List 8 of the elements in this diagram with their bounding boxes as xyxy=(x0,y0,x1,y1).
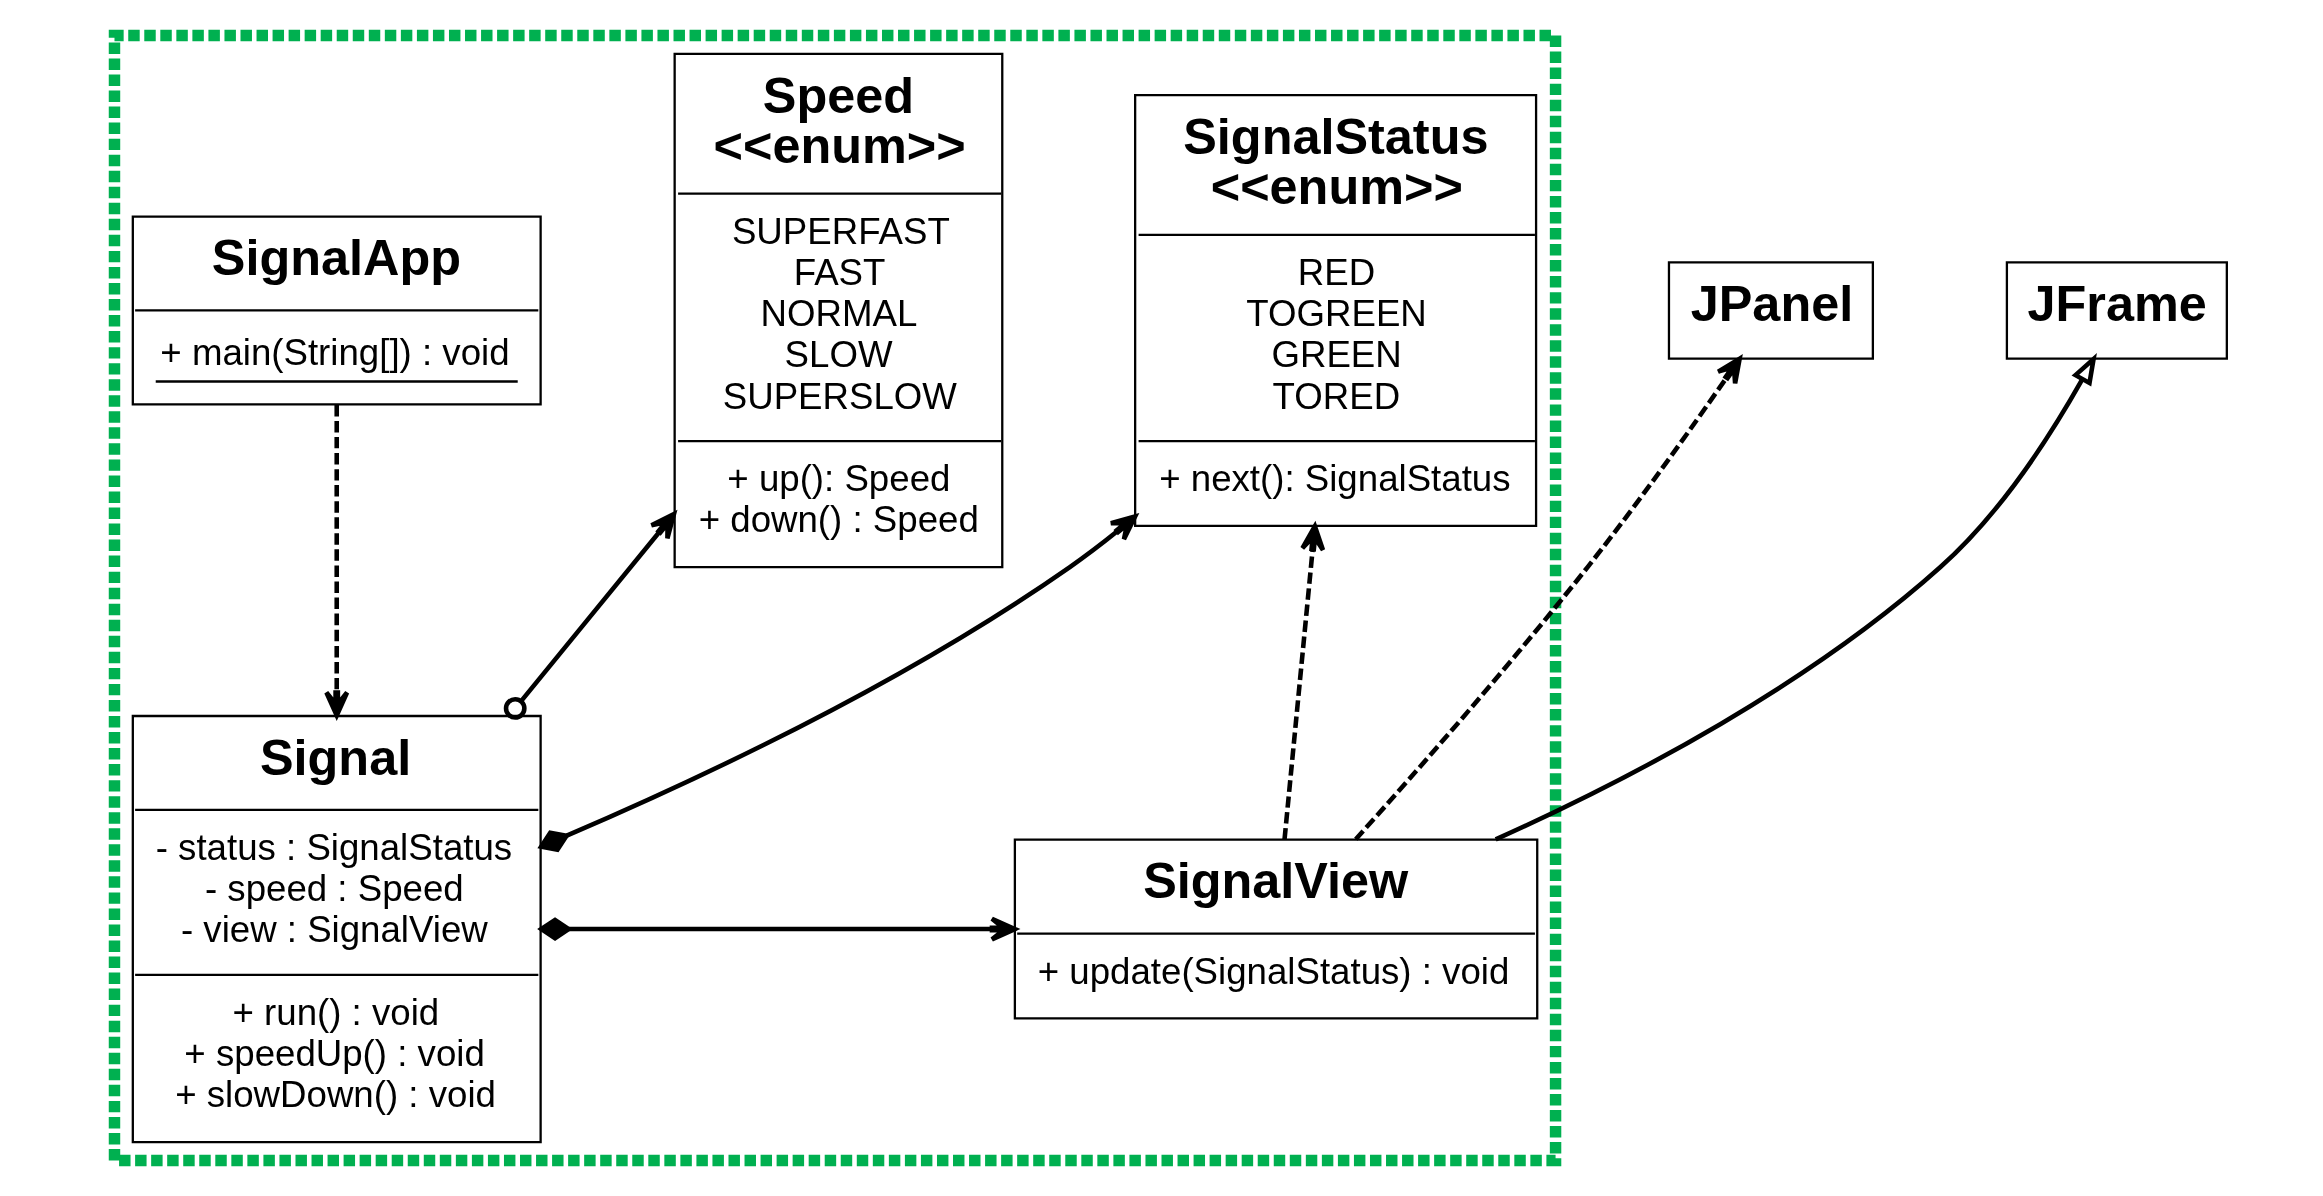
cluster xyxy=(108,29,1562,1167)
arrow xyxy=(324,405,350,718)
arrow xyxy=(503,511,677,720)
arrow xyxy=(1354,356,1742,841)
arrow xyxy=(1494,352,2097,842)
arrow xyxy=(537,916,1018,942)
arrow xyxy=(1282,523,1326,840)
arrow xyxy=(537,514,1138,853)
